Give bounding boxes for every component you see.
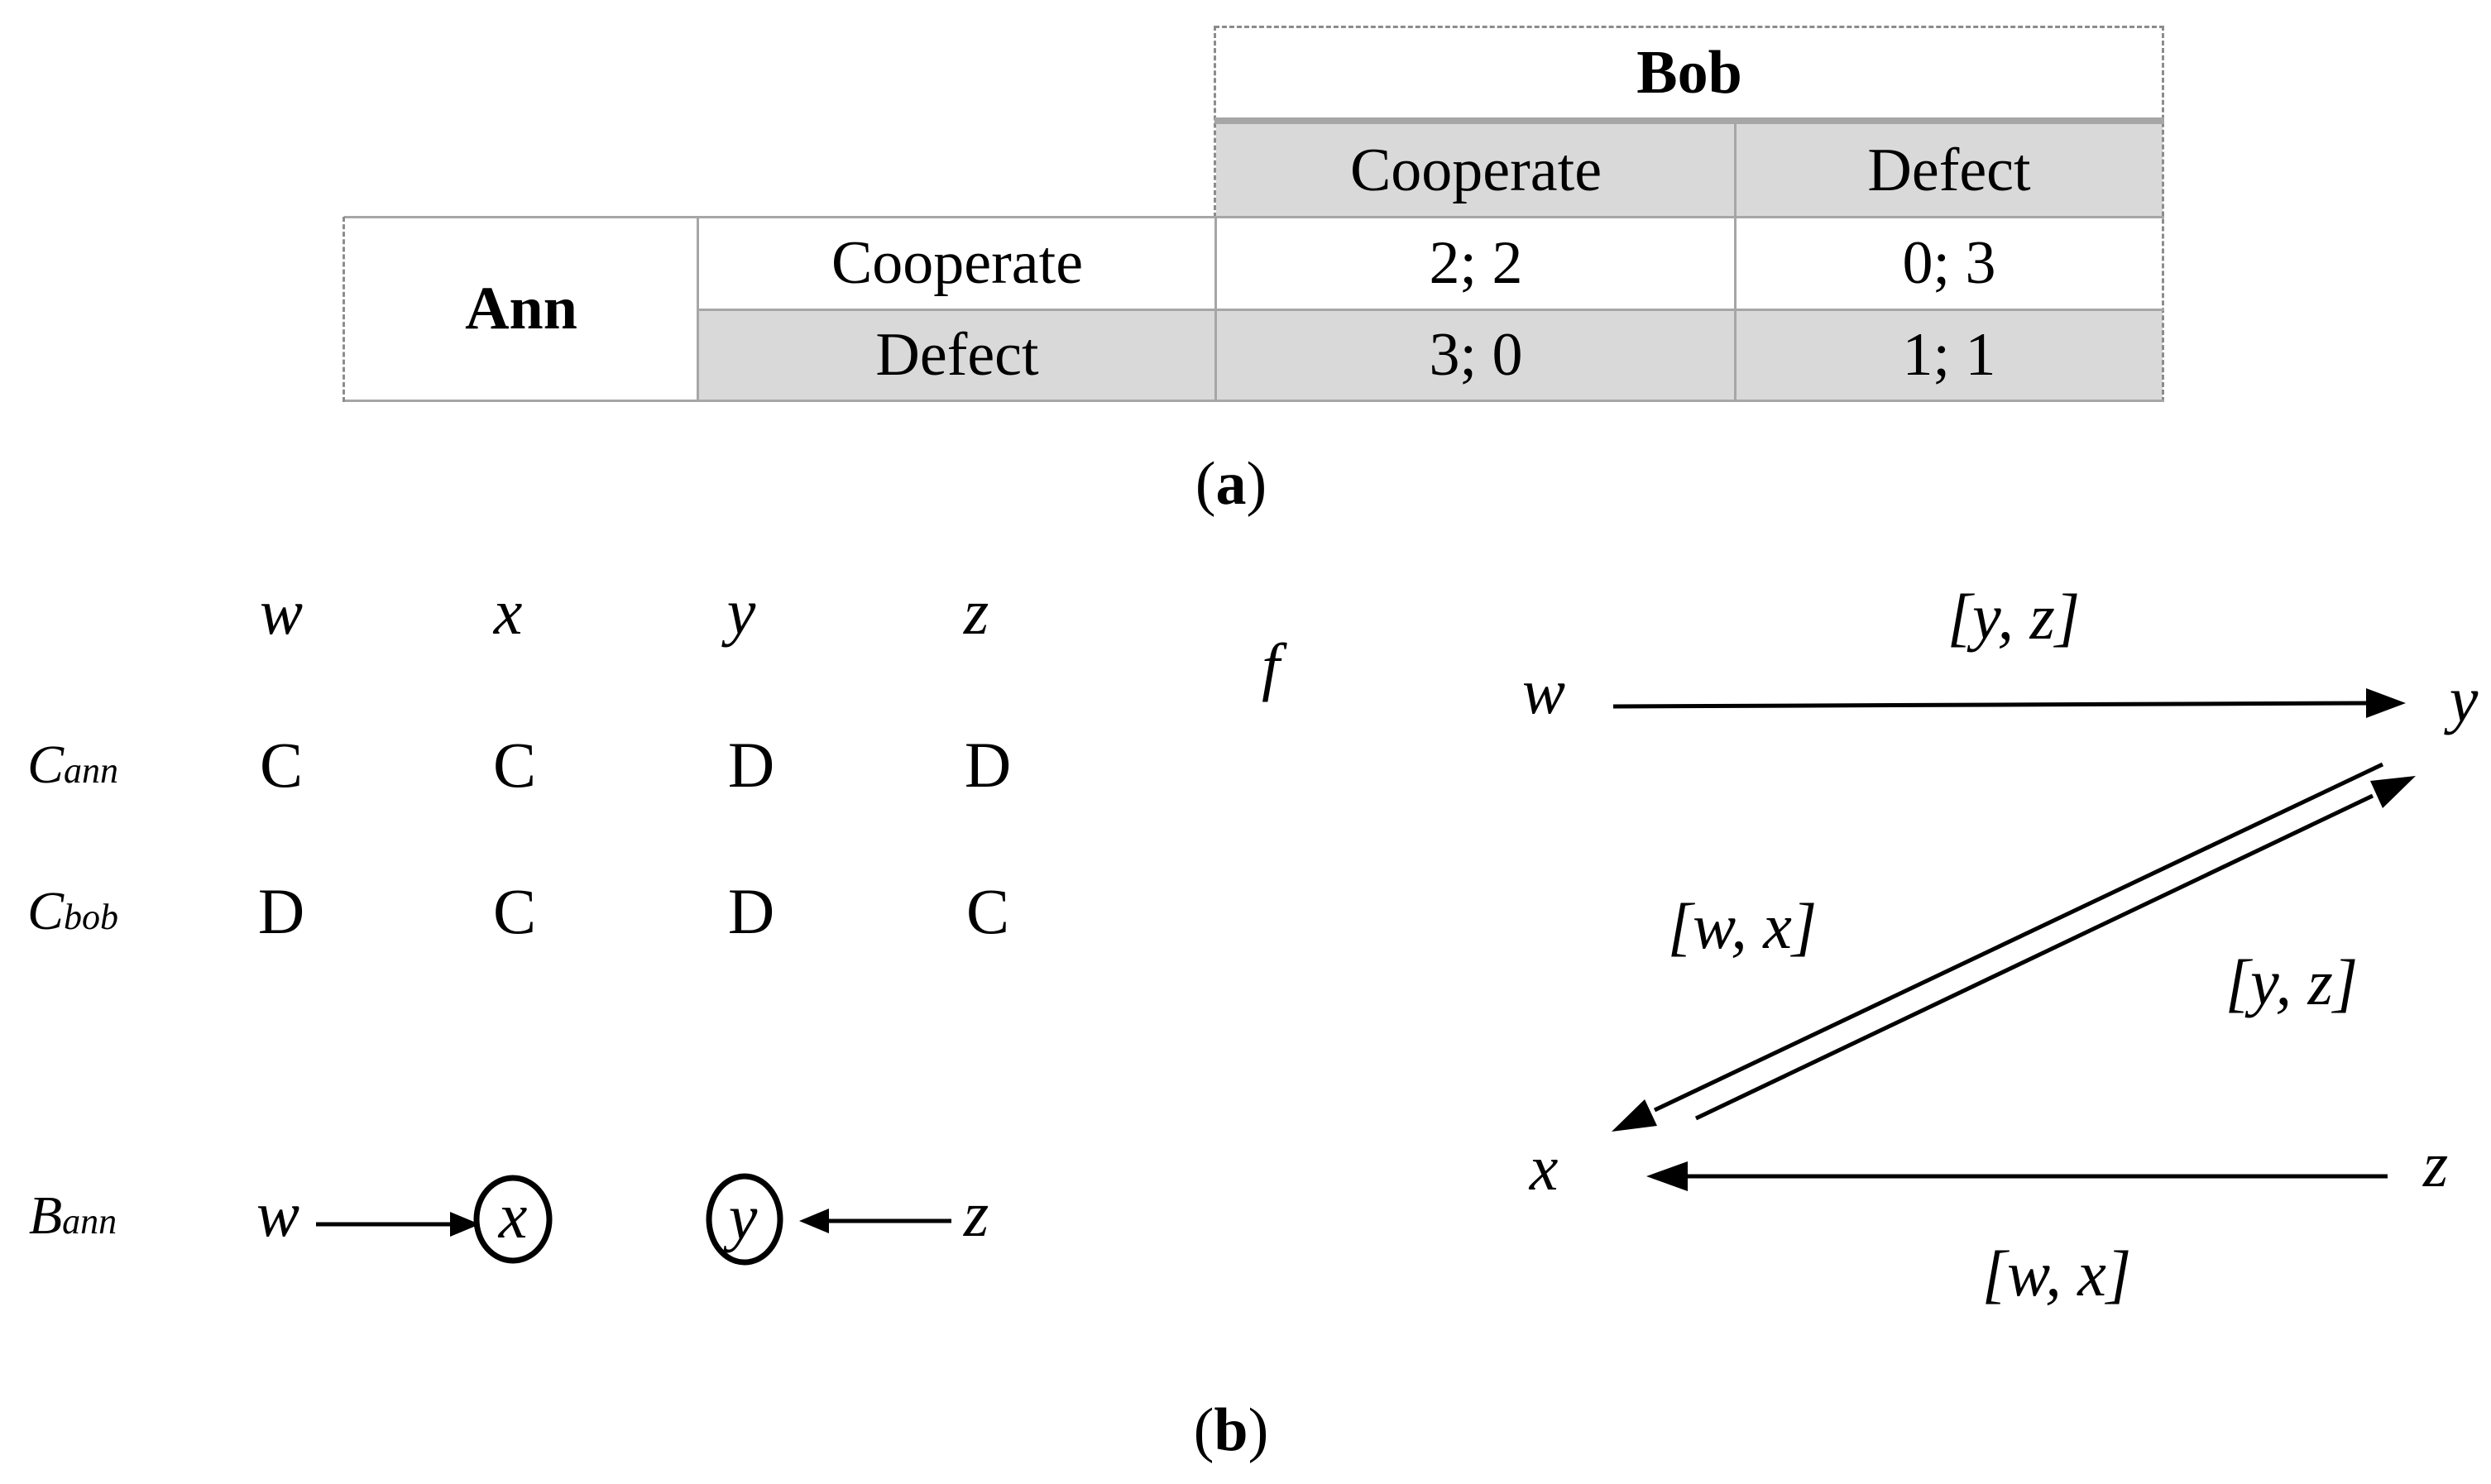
edge-label-w-to-y: [y, z] <box>1947 581 2081 653</box>
caption-a: (a) <box>1195 450 1267 518</box>
c-ann-value-z: D <box>964 729 1012 801</box>
column-player-label: Bob <box>1636 39 1742 107</box>
node-w: w <box>1521 655 1566 727</box>
arrow-z-to-x <box>1646 1161 2388 1191</box>
payoff-cell-cd: 0; 3 <box>1902 229 1996 297</box>
caption-b-letter: b <box>1214 1396 1248 1464</box>
edge-label-x-to-y: [y, z] <box>2225 946 2359 1018</box>
row-strategy-defect: Defect <box>698 309 1216 400</box>
belief-arrow-z-to-y <box>799 1209 951 1233</box>
table-divider-bottom <box>344 400 2164 402</box>
edge-label-z-to-x: [w, x] <box>1981 1237 2132 1309</box>
row-label-c-ann-letter: C <box>26 735 65 795</box>
caption-b: (b) <box>1193 1396 1269 1464</box>
c-bob-value-x: C <box>492 875 537 947</box>
belief-source-z: z <box>963 1178 989 1250</box>
state-header-y: y <box>726 576 756 648</box>
table-divider-bob <box>1214 117 2164 124</box>
node-y: y <box>2449 663 2479 735</box>
row-label-c-bob-letter: C <box>26 881 65 941</box>
state-header-z: z <box>963 576 989 648</box>
table-divider-row-defect <box>698 309 2164 311</box>
row-label-c-ann: Cann <box>27 738 118 792</box>
c-bob-value-y: D <box>727 875 775 947</box>
row-label-b-ann: Bann <box>29 1189 117 1243</box>
state-header-w: w <box>259 576 304 648</box>
c-ann-value-x: C <box>492 729 537 801</box>
table-border-bob-right <box>2162 26 2164 402</box>
row-label-c-bob-subscript: bob <box>64 897 119 937</box>
table-border-top <box>1214 26 2164 28</box>
table-divider-column-strategies <box>1734 124 1737 401</box>
payoff-cell-cc: 2; 2 <box>1429 229 1523 297</box>
table-border-left <box>343 217 345 402</box>
row-label-c-bob: Cbob <box>27 884 118 939</box>
state-header-x: x <box>493 576 523 648</box>
column-strategy-defect: Defect <box>1736 124 2163 217</box>
table-divider-row-cooperate <box>344 216 2164 218</box>
row-label-b-ann-subscript: ann <box>62 1201 117 1242</box>
belief-circle-x <box>473 1175 553 1264</box>
function-name-f: f <box>1262 630 1280 702</box>
arrow-y-to-x <box>1612 762 2384 1132</box>
belief-source-w: w <box>256 1178 300 1250</box>
row-strategy-cooperate: Cooperate <box>831 229 1084 297</box>
payoff-cell-dc: 3; 0 <box>1216 309 1736 400</box>
belief-circle-y <box>706 1173 783 1266</box>
c-bob-value-z: C <box>965 875 1010 947</box>
belief-target-y: y <box>728 1181 758 1253</box>
row-player-label: Ann <box>465 275 577 342</box>
c-bob-value-w: D <box>257 875 305 947</box>
belief-target-x: x <box>498 1180 528 1252</box>
arrow-w-to-y <box>1612 688 2406 718</box>
table-divider-strategies <box>1214 217 1217 400</box>
node-x: x <box>1529 1132 1559 1204</box>
node-z: z <box>2422 1128 2449 1200</box>
column-strategy-cooperate: Cooperate <box>1216 124 1736 217</box>
row-label-c-ann-subscript: ann <box>64 750 119 791</box>
table-divider-ann <box>697 217 699 400</box>
edge-label-y-to-x: [w, x] <box>1667 890 1818 962</box>
c-ann-value-y: D <box>727 729 775 801</box>
payoff-cell-dd: 1; 1 <box>1736 309 2163 400</box>
row-label-b-ann-letter: B <box>28 1185 63 1246</box>
c-ann-value-w: C <box>259 729 304 801</box>
arrow-x-to-y <box>1694 776 2416 1121</box>
caption-a-letter: a <box>1215 450 1247 518</box>
belief-arrow-w-to-x <box>316 1212 480 1237</box>
